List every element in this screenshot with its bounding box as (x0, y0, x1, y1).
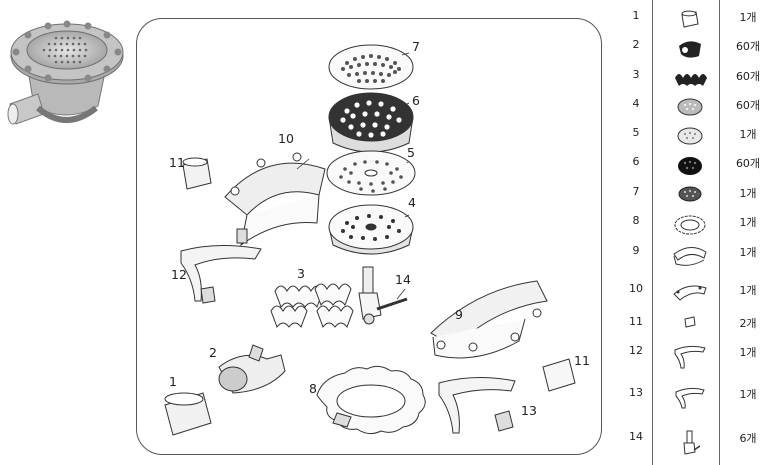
bracket-icon (660, 386, 720, 410)
quantity: 1개 (739, 388, 757, 401)
part-number: 1 (632, 9, 640, 22)
part-number: 10 (629, 282, 643, 295)
part-10-upper-ring (224, 152, 326, 247)
nozzle-icon (660, 430, 720, 456)
quantity: 1개 (739, 246, 757, 259)
quantity: 60개 (735, 40, 761, 53)
callout-12: 12 (171, 267, 187, 282)
part-number: 4 (632, 97, 640, 110)
part-12-bracket (180, 244, 262, 304)
callout-8: 8 (309, 381, 317, 396)
callout-11a: 11 (169, 155, 185, 170)
bracket-icon (660, 344, 720, 370)
quantity: 1개 (739, 187, 757, 200)
part-number: 6 (632, 155, 640, 168)
quantity: 60개 (735, 157, 761, 170)
part-9-large-ring (430, 280, 548, 359)
callout-7: 7 (412, 39, 420, 54)
part-6-nozzle-cluster (328, 92, 414, 153)
large-ring-icon (660, 244, 720, 268)
table-divider (719, 0, 720, 465)
fin-cluster-icon (660, 68, 720, 88)
middle-plate-icon (660, 126, 720, 146)
part-8-gear-ring (316, 365, 426, 435)
small-sleeve-icon (660, 315, 720, 329)
gear-ring-icon (660, 214, 720, 236)
pin-plate-icon (660, 97, 720, 117)
part-4-pin-plate (328, 204, 414, 255)
part-number: 13 (629, 386, 643, 399)
part-13-bracket (438, 376, 516, 434)
quantity: 1개 (739, 128, 757, 141)
part-number: 7 (632, 185, 640, 198)
upper-ring-icon (660, 282, 720, 306)
part-number: 11 (629, 315, 643, 328)
sleeve-icon (660, 9, 720, 29)
part-7-top-plate (328, 44, 414, 90)
exploded-view-panel: 7 6 5 4 10 11 12 3 14 9 2 1 8 11 13 (136, 18, 602, 455)
callout-3: 3 (297, 266, 305, 281)
callout-14: 14 (395, 272, 411, 287)
callout-13: 13 (521, 403, 537, 418)
callout-9: 9 (455, 307, 463, 322)
part-number: 5 (632, 126, 640, 139)
table-divider (652, 0, 653, 465)
quantity: 2개 (739, 317, 757, 330)
part-14-nozzle (358, 266, 408, 325)
part-number: 12 (629, 344, 643, 357)
callout-6: 6 (412, 93, 420, 108)
callout-10: 10 (278, 131, 294, 146)
quantity: 6개 (739, 432, 757, 445)
quantity: 1개 (739, 346, 757, 359)
quantity: 1개 (739, 11, 757, 24)
part-number: 3 (632, 68, 640, 81)
callout-4: 4 (408, 195, 416, 210)
part-1-sleeve (164, 392, 212, 436)
quantity: 60개 (735, 99, 761, 112)
part-5-middle-plate (326, 150, 416, 196)
nozzle-cluster-icon (660, 155, 720, 177)
part-2-manifold (218, 344, 286, 394)
assembled-product-illustration (4, 8, 128, 134)
quantity: 1개 (739, 216, 757, 229)
part-number: 14 (629, 430, 643, 443)
part-3-fin-clusters (270, 283, 354, 329)
quantity: 60개 (735, 70, 761, 83)
callout-1: 1 (169, 374, 177, 389)
manifold-icon (660, 38, 720, 60)
part-11-sleeve-a (182, 157, 212, 190)
callout-5: 5 (407, 145, 415, 160)
parts-list-table: 1 1개 2 60개 3 60개 4 60개 5 1개 6 60개 7 1개 8… (618, 0, 780, 465)
part-number: 8 (632, 214, 640, 227)
callout-11b: 11 (574, 353, 590, 368)
callout-2: 2 (209, 345, 217, 360)
top-plate-icon (660, 185, 720, 203)
part-number: 2 (632, 38, 640, 51)
exploded-view-drawing (164, 44, 576, 436)
part-11-gasket-b (542, 358, 576, 392)
quantity: 1개 (739, 284, 757, 297)
part-number: 9 (632, 244, 640, 257)
